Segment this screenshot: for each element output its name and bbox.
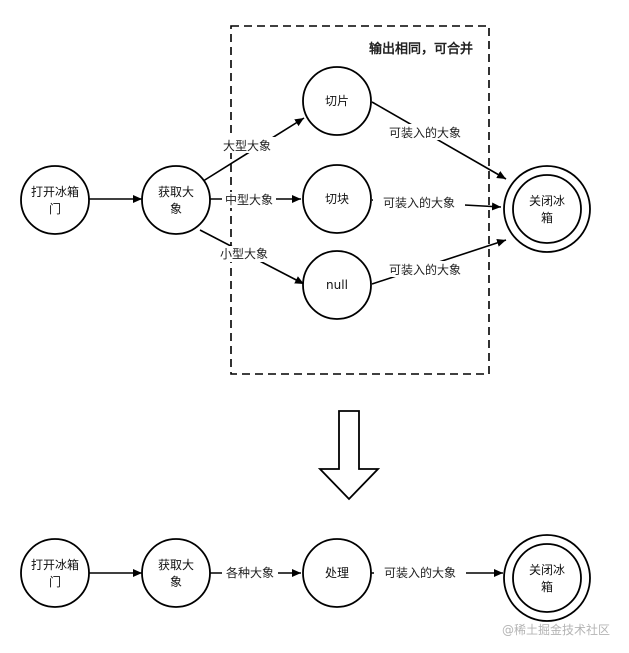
svg-text:关闭冰: 关闭冰 [529,563,565,577]
svg-text:门: 门 [49,201,61,216]
edge-label-fit-3: 可装入的大象 [389,262,461,277]
node-b-open-door: 打开冰箱 门 [20,538,90,608]
edge-slice-to-close [371,101,507,180]
node-close-fridge: 关闭冰 箱 [503,165,591,253]
svg-text:门: 门 [49,574,61,589]
down-arrow-shape [317,410,381,501]
edge-label-small-elephant: 小型大象 [220,247,268,261]
watermark-text: @稀土掘金技术社区 [502,622,610,637]
node-get-elephant: 获取大 象 [141,165,211,235]
svg-text:处理: 处理 [325,566,349,580]
svg-text:切片: 切片 [325,94,349,108]
merge-group-title: 输出相同，可合并 [369,41,473,57]
svg-text:箱: 箱 [541,210,553,225]
node-b-close-fridge: 关闭冰 箱 [503,534,591,622]
node-slice: 切片 [302,66,372,136]
svg-text:箱: 箱 [541,579,553,594]
edge-label-fit-1: 可装入的大象 [389,125,461,140]
svg-text:切块: 切块 [325,192,349,206]
node-b-process: 处理 [302,538,372,608]
node-null: null [302,250,372,320]
edge-label-mid-elephant: 中型大象 [225,192,273,207]
svg-text:象: 象 [170,202,182,216]
edge-label-big-elephant: 大型大象 [223,139,271,153]
edge-label-kinds-elephant: 各种大象 [226,565,274,580]
node-open-door: 打开冰箱 门 [20,165,90,235]
svg-text:关闭冰: 关闭冰 [529,194,565,208]
svg-text:获取大: 获取大 [158,558,194,572]
node-b-get-elephant: 获取大 象 [141,538,211,608]
svg-text:象: 象 [170,575,182,589]
svg-text:打开冰箱: 打开冰箱 [31,557,79,572]
node-chunk: 切块 [302,164,372,234]
svg-text:打开冰箱: 打开冰箱 [31,184,79,199]
merge-group-box [230,25,490,375]
svg-text:null: null [326,278,348,292]
svg-text:获取大: 获取大 [158,185,194,199]
edge-label-b-fit: 可装入的大象 [384,565,456,580]
edge-label-fit-2: 可装入的大象 [383,195,455,210]
